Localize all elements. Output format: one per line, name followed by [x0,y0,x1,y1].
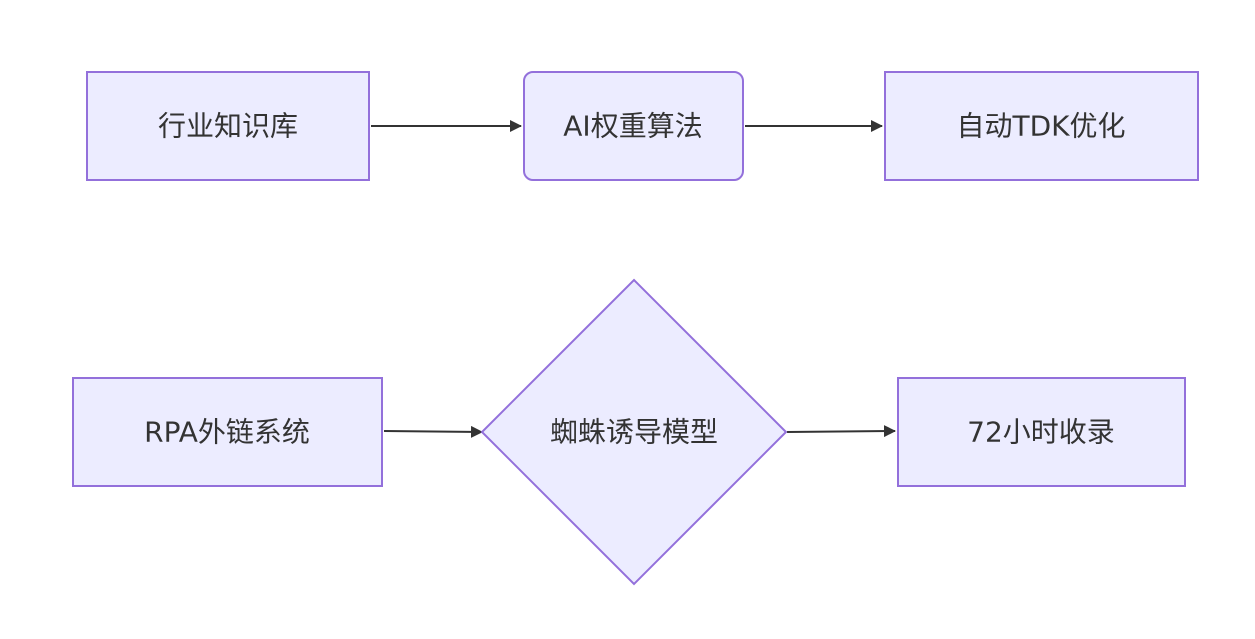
node-spider-model: 蜘蛛诱导模型 [480,278,788,586]
edge-spider-to-indexing [786,425,896,438]
node-ai-algorithm-label: AI权重算法 [563,110,702,143]
node-tdk-optimize-label: 自动TDK优化 [956,110,1125,143]
edge-rpa-to-spider [383,425,483,438]
node-knowledge-base-label: 行业知识库 [158,110,298,143]
node-tdk-optimize-box [884,71,1199,181]
node-ai-algorithm: AI权重算法 [523,71,744,181]
node-spider-model-label: 蜘蛛诱导模型 [550,416,718,449]
node-knowledge-base-box [86,71,370,181]
edges [371,120,896,438]
node-rpa-links-box [72,377,383,487]
node-indexing-label: 72小时收录 [967,416,1115,449]
node-rpa-links-label: RPA外链系统 [144,416,310,449]
node-spider-model-diamond [480,278,788,586]
node-indexing: 72小时收录 [897,377,1186,487]
node-rpa-links: RPA外链系统 [72,377,383,487]
node-knowledge-base: 行业知识库 [86,71,370,181]
node-indexing-box [897,377,1186,487]
node-tdk-optimize: 自动TDK优化 [884,71,1199,181]
node-ai-algorithm-box [523,71,744,181]
